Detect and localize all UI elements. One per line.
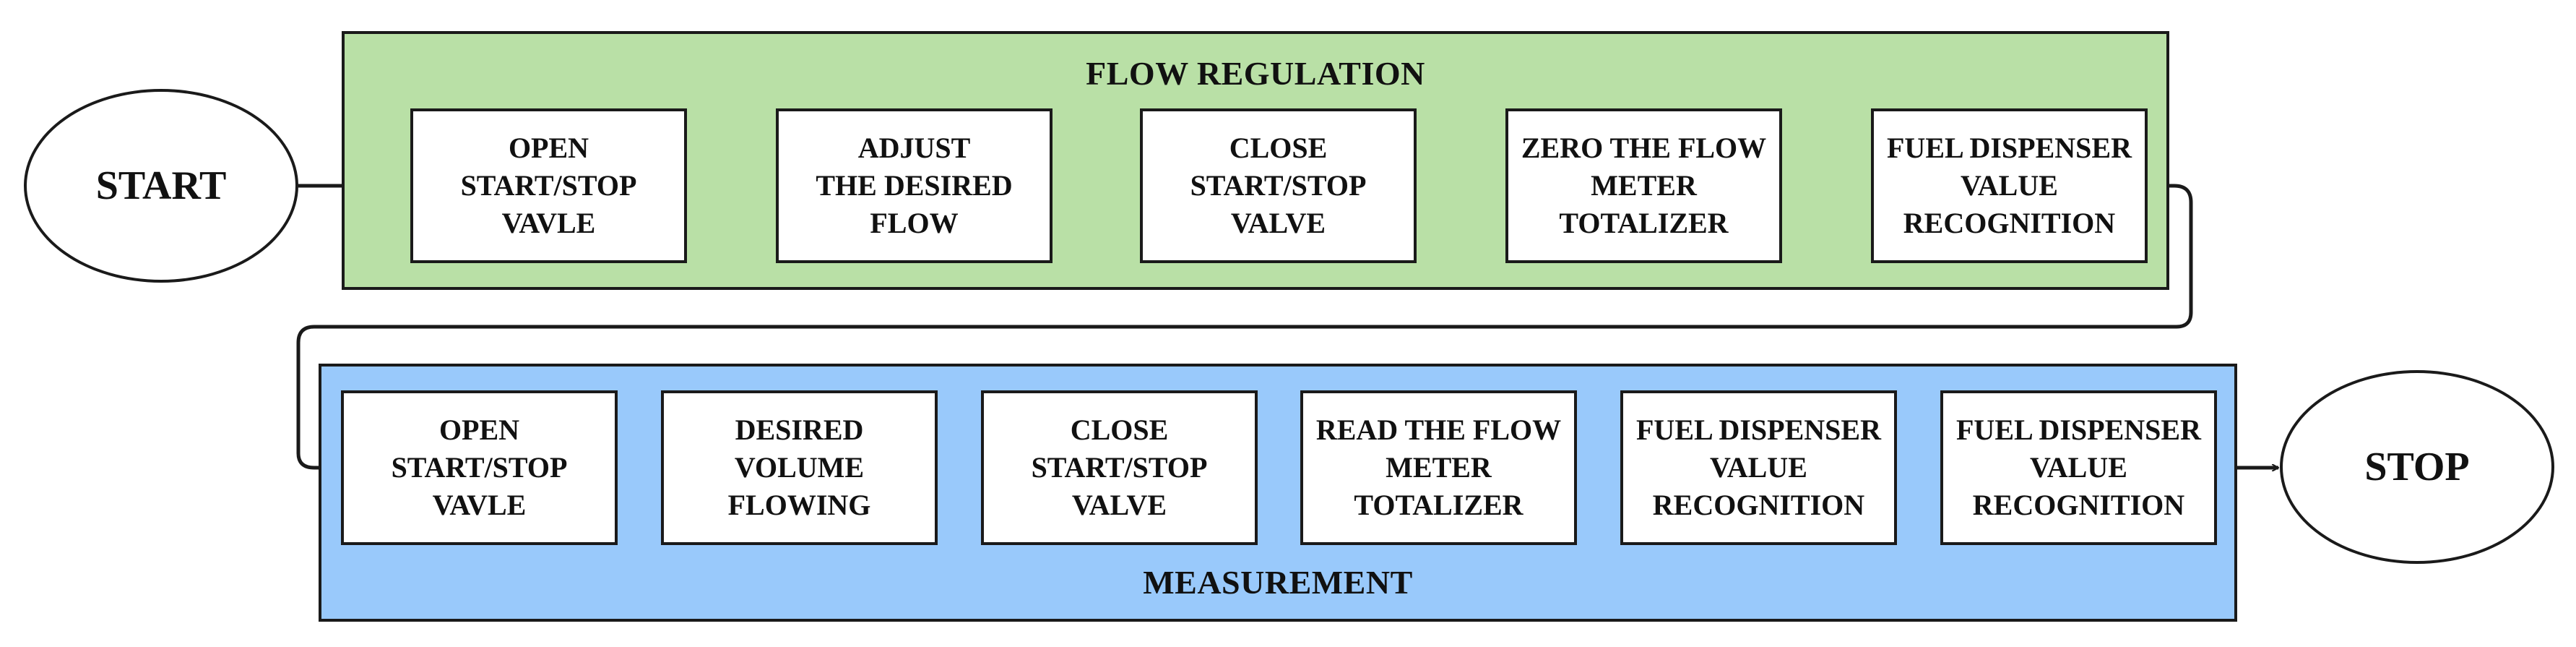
measurement-step-2-text: DESIRED VOLUME FLOWING	[728, 411, 871, 524]
step-label-line: TOTALIZER	[1559, 207, 1729, 239]
step-label-line: OPEN	[438, 414, 520, 446]
stop-terminal: STOP	[2280, 370, 2554, 564]
step-label-line: START/STOP	[460, 169, 637, 202]
step-label-line: OPEN	[508, 132, 589, 164]
stop-label: STOP	[2364, 445, 2470, 489]
start-terminal: START	[24, 89, 298, 283]
measurement-step-3: CLOSE START/STOP VALVE	[981, 390, 1258, 545]
measurement-step-5-text: FUEL DISPENSER VALUE RECOGNITION	[1636, 411, 1881, 524]
step-label-line: VALVE	[1071, 489, 1167, 521]
arrow-flow-to-measurement	[296, 184, 2193, 468]
measurement-step-4-text: READ THE FLOW METER TOTALIZER	[1316, 411, 1561, 524]
step-label-line: METER	[1386, 451, 1492, 484]
step-label-line: ADJUST	[857, 132, 971, 164]
flow-regulation-step-4: ZERO THE FLOW METER TOTALIZER	[1505, 108, 1782, 263]
step-label-line: FUEL DISPENSER	[1956, 414, 2201, 446]
measurement-step-3-text: CLOSE START/STOP VALVE	[1032, 411, 1208, 524]
measurement-step-6: FUEL DISPENSER VALUE RECOGNITION	[1940, 390, 2217, 545]
step-label-line: FLOW	[870, 207, 959, 239]
flow-regulation-step-1-text: OPEN START/STOP VAVLE	[461, 129, 637, 242]
measurement-step-1-text: OPEN START/STOP VAVLE	[392, 411, 568, 524]
measurement-step-2: DESIRED VOLUME FLOWING	[661, 390, 938, 545]
step-label-line: TOTALIZER	[1354, 489, 1523, 521]
measurement-step-6-text: FUEL DISPENSER VALUE RECOGNITION	[1956, 411, 2201, 524]
step-label-line: READ THE FLOW	[1315, 414, 1562, 446]
step-label-line: VOLUME	[734, 451, 865, 484]
measurement-title: MEASUREMENT	[1143, 564, 1413, 601]
step-label-line: VALUE	[2030, 451, 2127, 484]
step-label-line: THE DESIRED	[816, 169, 1013, 202]
flow-regulation-step-3: CLOSE START/STOP VALVE	[1140, 108, 1417, 263]
start-label: START	[95, 163, 227, 208]
flow-regulation-step-5: FUEL DISPENSER VALUE RECOGNITION	[1871, 108, 2148, 263]
step-label-line: CLOSE	[1070, 414, 1169, 446]
step-label-line: START/STOP	[391, 451, 568, 484]
step-label-line: RECOGNITION	[1972, 489, 2185, 521]
step-label-line: VALVE	[1230, 207, 1326, 239]
step-label-line: VALUE	[1710, 451, 1807, 484]
step-label-line: ZERO THE FLOW	[1521, 132, 1767, 164]
flow-regulation-step-3-text: CLOSE START/STOP VALVE	[1190, 129, 1367, 242]
measurement-step-5: FUEL DISPENSER VALUE RECOGNITION	[1620, 390, 1897, 545]
step-label-line: DESIRED	[735, 414, 864, 446]
step-label-line: VAVLE	[501, 207, 596, 239]
flow-regulation-step-2: ADJUST THE DESIRED FLOW	[776, 108, 1053, 263]
measurement-group: MEASUREMENT	[319, 364, 2237, 622]
flow-regulation-step-4-text: ZERO THE FLOW METER TOTALIZER	[1521, 129, 1766, 242]
step-label-line: FUEL DISPENSER	[1636, 414, 1881, 446]
step-label-line: FLOWING	[727, 489, 871, 521]
step-label-line: VAVLE	[432, 489, 527, 521]
measurement-step-4: READ THE FLOW METER TOTALIZER	[1300, 390, 1577, 545]
step-label-line: METER	[1591, 169, 1697, 202]
flow-regulation-title: FLOW REGULATION	[1086, 55, 1425, 92]
flow-regulation-step-1: OPEN START/STOP VAVLE	[410, 108, 687, 263]
step-label-line: START/STOP	[1190, 169, 1367, 202]
step-label-line: START/STOP	[1031, 451, 1208, 484]
step-label-line: RECOGNITION	[1903, 207, 2116, 239]
step-label-line: FUEL DISPENSER	[1887, 132, 2132, 164]
measurement-step-1: OPEN START/STOP VAVLE	[341, 390, 618, 545]
step-label-line: VALUE	[1961, 169, 2058, 202]
step-label-line: RECOGNITION	[1652, 489, 1865, 521]
flow-regulation-step-2-text: ADJUST THE DESIRED FLOW	[816, 129, 1012, 242]
step-label-line: CLOSE	[1229, 132, 1328, 164]
flow-regulation-step-5-text: FUEL DISPENSER VALUE RECOGNITION	[1887, 129, 2132, 242]
